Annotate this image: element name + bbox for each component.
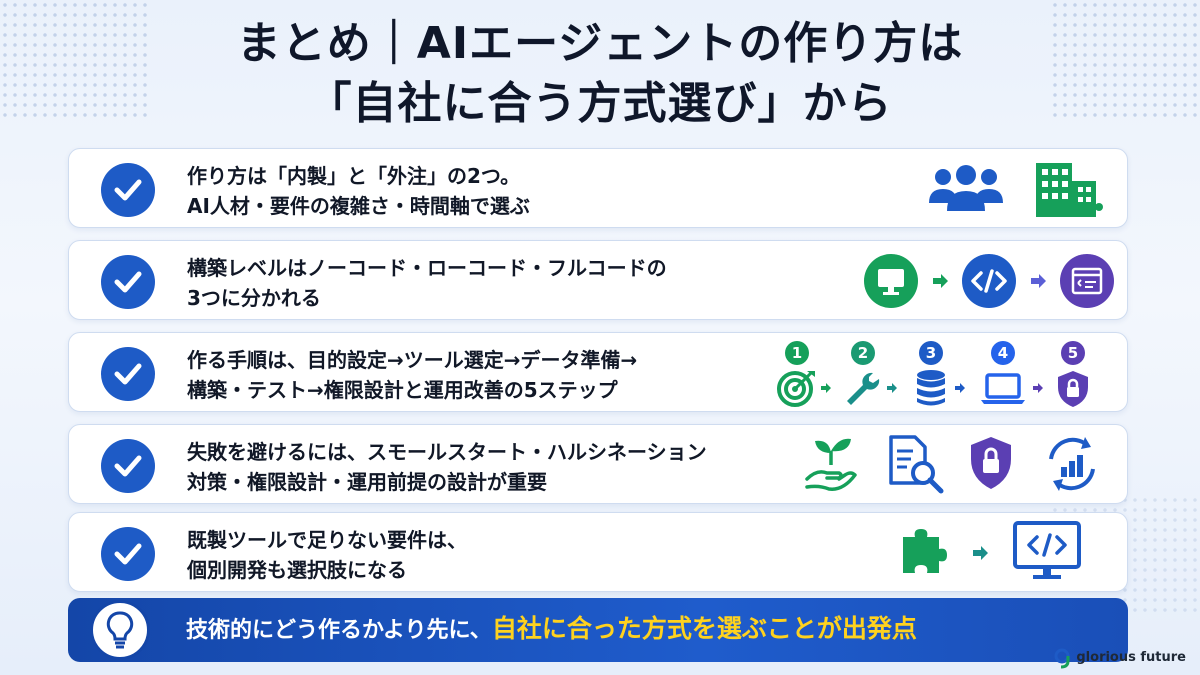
- wrench-icon: [847, 372, 880, 405]
- arrow-right-icon: [1033, 383, 1043, 393]
- point-text-line-2: AI人材・要件の複雑さ・時間軸で選ぶ: [187, 194, 530, 218]
- point-text-line-1: 作る手順は、目的設定→ツール選定→データ準備→: [187, 348, 638, 372]
- page-title: まとめ｜AIエージェントの作り方は 「自社に合う方式選び」から: [0, 14, 1200, 134]
- arrow-right-icon: [1031, 274, 1046, 288]
- check-icon: [101, 347, 155, 401]
- summary-point-5: 既製ツールで足りない要件は、 個別開発も選択肢になる: [68, 512, 1128, 592]
- shield-lock-icon: [971, 437, 1011, 489]
- check-icon: [101, 255, 155, 309]
- arrow-right-icon: [933, 274, 948, 288]
- brand-name: glorious future: [1076, 650, 1186, 665]
- point-text-line-1: 構築レベルはノーコード・ローコード・フルコードの: [187, 256, 667, 280]
- summary-point-1: 作り方は「内製」と「外注」の2つ。 AI人材・要件の複雑さ・時間軸で選ぶ: [68, 148, 1128, 228]
- check-icon: [101, 163, 155, 217]
- editor-window-icon: [1060, 254, 1114, 308]
- title-line-1: まとめ｜AIエージェントの作り方は: [236, 18, 964, 69]
- point-text-line-2: 個別開発も選択肢になる: [187, 558, 407, 582]
- point-text-line-1: 既製ツールで足りない要件は、: [187, 528, 467, 552]
- decor-dots: [1050, 0, 1200, 120]
- lightbulb-icon: [90, 600, 150, 660]
- step-number-badge: 5: [1061, 341, 1085, 365]
- banner-text-highlight: 自社に合った方式を選ぶことが出発点: [491, 614, 917, 643]
- summary-point-3: 作る手順は、目的設定→ツール選定→データ準備→ 構築・テスト→権限設計と運用改善…: [68, 332, 1128, 412]
- cycle-chart-icon: [1049, 437, 1095, 491]
- puzzle-icon: [903, 529, 947, 573]
- code-monitor-icon: [1013, 521, 1081, 579]
- arrow-right-icon: [955, 383, 965, 393]
- people-icon: [929, 165, 1003, 211]
- sprout-hand-icon: [805, 438, 857, 491]
- monitor-icon: [864, 254, 918, 308]
- brand-logo: glorious future: [1054, 647, 1186, 669]
- step-number-badge: 1: [785, 341, 809, 365]
- summary-point-4: 失敗を避けるには、スモールスタート・ハルシネーション 対策・権限設計・運用前提の…: [68, 424, 1128, 504]
- check-icon: [101, 527, 155, 581]
- laptop-icon: [981, 373, 1025, 404]
- shield-lock-icon: [1058, 371, 1088, 407]
- arrow-right-icon: [821, 383, 831, 393]
- point-text-line-2: 3つに分かれる: [187, 286, 321, 310]
- database-icon: [917, 370, 945, 406]
- conclusion-banner: 技術的にどう作るかより先に、自社に合った方式を選ぶことが出発点: [68, 598, 1128, 662]
- code-icon: [962, 254, 1016, 308]
- point-text-line-1: 作り方は「内製」と「外注」の2つ。: [187, 164, 521, 188]
- step-number-badge: 2: [851, 341, 875, 365]
- summary-point-2: 構築レベルはノーコード・ローコード・フルコードの 3つに分かれる: [68, 240, 1128, 320]
- building-icon: [1036, 163, 1103, 217]
- brand-mark-icon: [1054, 648, 1070, 669]
- banner-text-lead: 技術的にどう作るかより先に、: [186, 618, 492, 643]
- check-icon: [101, 439, 155, 493]
- point-text-line-2: 構築・テスト→権限設計と運用改善の5ステップ: [187, 378, 618, 402]
- decor-dots: [0, 0, 150, 120]
- arrow-right-icon: [973, 546, 988, 560]
- document-search-icon: [889, 435, 944, 494]
- step-number-badge: 4: [991, 341, 1015, 365]
- point-text-line-2: 対策・権限設計・運用前提の設計が重要: [187, 470, 547, 494]
- arrow-right-icon: [887, 383, 897, 393]
- title-line-2: 「自社に合う方式選び」から: [307, 78, 893, 129]
- step-number-badge: 3: [919, 341, 943, 365]
- point-text-line-1: 失敗を避けるには、スモールスタート・ハルシネーション: [187, 440, 707, 464]
- target-icon: [777, 371, 815, 407]
